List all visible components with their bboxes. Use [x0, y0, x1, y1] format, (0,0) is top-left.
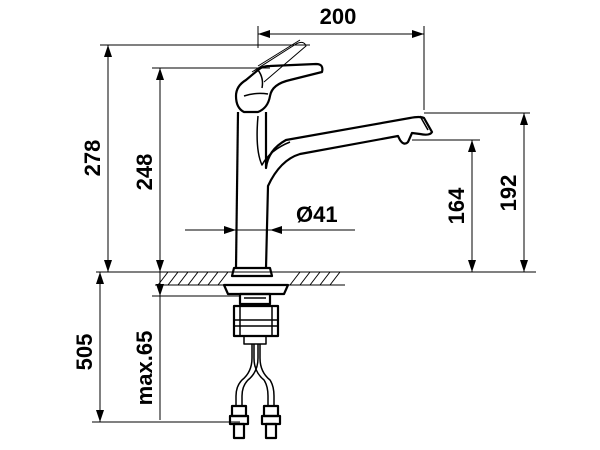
- lever-height-label: 248: [132, 154, 157, 191]
- dimension-hose-length: 505: [72, 272, 240, 423]
- dimension-total-height: 278: [80, 44, 310, 272]
- dimension-spout-top-height: 192: [424, 112, 530, 272]
- mounting-assembly: [222, 283, 290, 345]
- spout-top-height-label: 192: [496, 175, 521, 212]
- total-height-label: 278: [80, 140, 105, 177]
- faucet-body: [230, 111, 434, 278]
- dimension-spout-outlet-height: 164: [412, 139, 480, 272]
- faucet-lever: [234, 39, 324, 114]
- dimension-spout-reach: 200: [257, 4, 425, 110]
- max-deck-thickness-label: max.65: [132, 331, 157, 406]
- body-diameter-label: Ø41: [296, 202, 338, 227]
- dimension-body-diameter: Ø41: [185, 202, 355, 234]
- hose-length-label: 505: [72, 334, 97, 371]
- countertop: [96, 271, 536, 286]
- spout-outlet-height-label: 164: [444, 187, 469, 224]
- dimension-lever-height: 248: [132, 67, 270, 272]
- dimension-max-deck-thickness: max.65: [132, 272, 240, 420]
- supply-hoses: [228, 344, 282, 440]
- spout-reach-label: 200: [320, 4, 357, 29]
